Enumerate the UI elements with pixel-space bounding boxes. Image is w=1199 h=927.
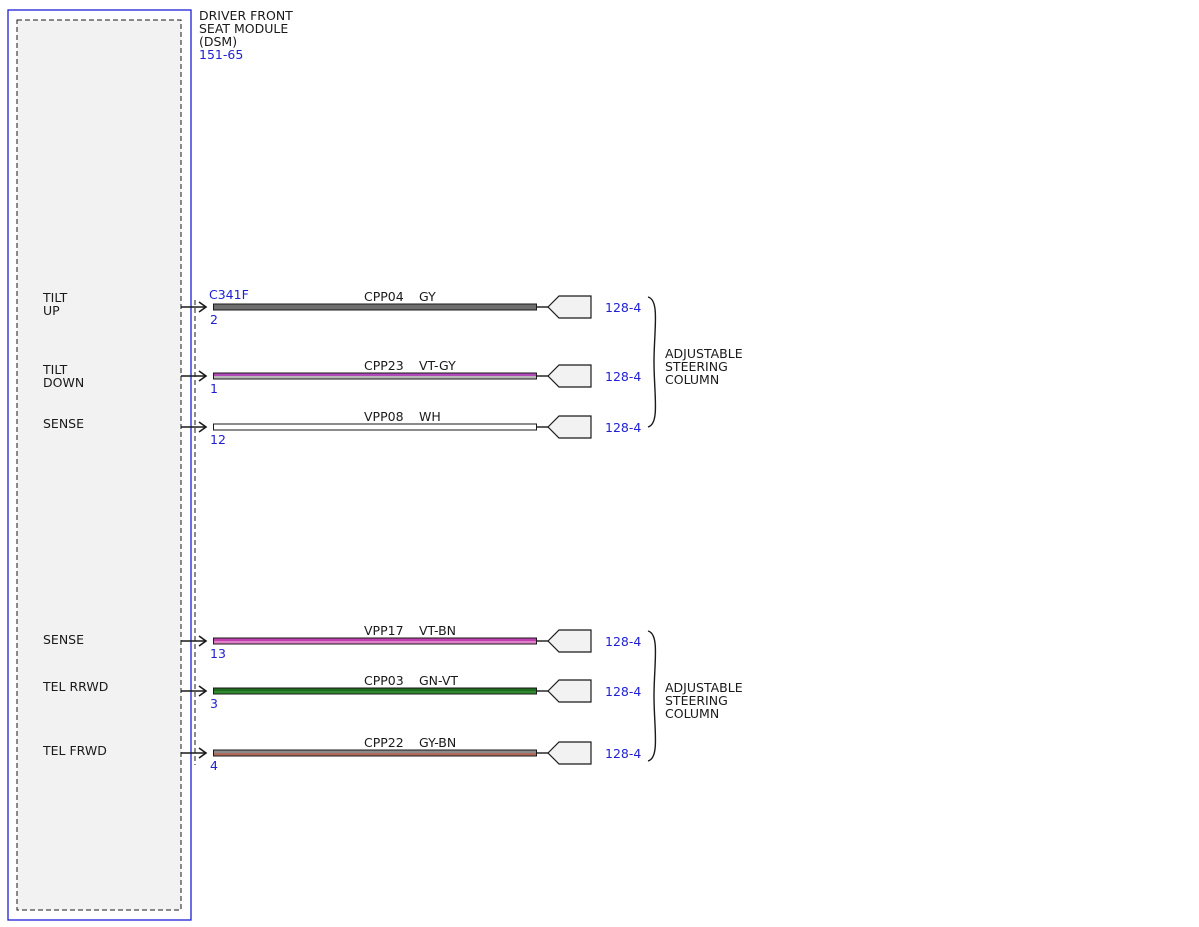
pin-number: 3: [210, 696, 218, 711]
pin-number: 4: [210, 758, 218, 773]
wire-stripe: [214, 691, 536, 694]
wire-stripe: [214, 307, 536, 310]
pin-label: TEL RRWD: [42, 679, 108, 694]
component-label-line-2: STEERING: [665, 693, 728, 708]
pin-label: SENSE: [43, 416, 84, 431]
wire-color-code: GY-BN: [419, 735, 456, 750]
circuit-id[interactable]: VPP17: [364, 623, 404, 638]
component-label-line-1: ADJUSTABLE: [665, 346, 743, 361]
module-inner-box: [16, 19, 182, 911]
connector-icon[interactable]: [547, 295, 592, 319]
component-label-line-3: COLUMN: [665, 706, 719, 721]
pin-label: TILT: [42, 362, 68, 377]
wire-stripe: [214, 638, 536, 641]
page-ref-link[interactable]: 128-4: [605, 684, 641, 699]
wire-stripe: [214, 750, 536, 753]
arrow-icon: [198, 370, 208, 382]
wire-stripe: [214, 373, 536, 376]
wire-color-code: VT-BN: [419, 623, 456, 638]
wire-stripe: [214, 427, 536, 430]
wire-color-code: VT-GY: [419, 358, 456, 373]
wire-stripe: [214, 424, 536, 427]
pin-label: DOWN: [43, 375, 84, 390]
circuit-id[interactable]: CPP03: [364, 673, 404, 688]
module-ref-link[interactable]: 151-65: [199, 47, 243, 62]
wire-color-code: WH: [419, 409, 441, 424]
connector-icon[interactable]: [547, 364, 592, 388]
circuit-id[interactable]: CPP23: [364, 358, 404, 373]
wire-stripe: [214, 641, 536, 644]
pin-number: 12: [210, 432, 226, 447]
page-ref-link[interactable]: 128-4: [605, 300, 641, 315]
pin-number: 1: [210, 381, 218, 396]
wire-stripe: [214, 304, 536, 307]
circuit-id[interactable]: VPP08: [364, 409, 404, 424]
pin-label: TEL FRWD: [42, 743, 107, 758]
arrow-icon: [198, 635, 208, 647]
module-name-line-3: (DSM): [199, 34, 237, 49]
page-ref-link[interactable]: 128-4: [605, 634, 641, 649]
connector-icon[interactable]: [547, 741, 592, 765]
pin-number: 13: [210, 646, 226, 661]
arrow-icon: [198, 685, 208, 697]
arrow-icon: [198, 747, 208, 759]
pin-label: TILT: [42, 290, 68, 305]
pin-number: 2: [210, 312, 218, 327]
page-ref-link[interactable]: 128-4: [605, 746, 641, 761]
wire-stripe: [214, 688, 536, 691]
wire-stripe: [214, 376, 536, 379]
page-ref-link[interactable]: 128-4: [605, 420, 641, 435]
component-brace: [647, 296, 657, 428]
connector-id[interactable]: C341F: [209, 287, 249, 302]
pin-label: SENSE: [43, 632, 84, 647]
circuit-id[interactable]: CPP22: [364, 735, 404, 750]
connector-icon[interactable]: [547, 415, 592, 439]
component-brace: [647, 630, 657, 762]
pin-label: UP: [43, 303, 60, 318]
circuit-id[interactable]: CPP04: [364, 289, 404, 304]
wire-color-code: GN-VT: [419, 673, 458, 688]
component-label-line-3: COLUMN: [665, 372, 719, 387]
connector-icon[interactable]: [547, 679, 592, 703]
module-box[interactable]: [7, 9, 192, 921]
arrow-icon: [198, 421, 208, 433]
component-label-line-1: ADJUSTABLE: [665, 680, 743, 695]
connector-icon[interactable]: [547, 629, 592, 653]
wire-stripe: [214, 753, 536, 756]
module-name-line-2: SEAT MODULE: [199, 21, 288, 36]
module-name-line-1: DRIVER FRONT: [199, 8, 293, 23]
wire-color-code: GY: [419, 289, 436, 304]
arrow-icon: [198, 301, 208, 313]
component-label-line-2: STEERING: [665, 359, 728, 374]
page-ref-link[interactable]: 128-4: [605, 369, 641, 384]
